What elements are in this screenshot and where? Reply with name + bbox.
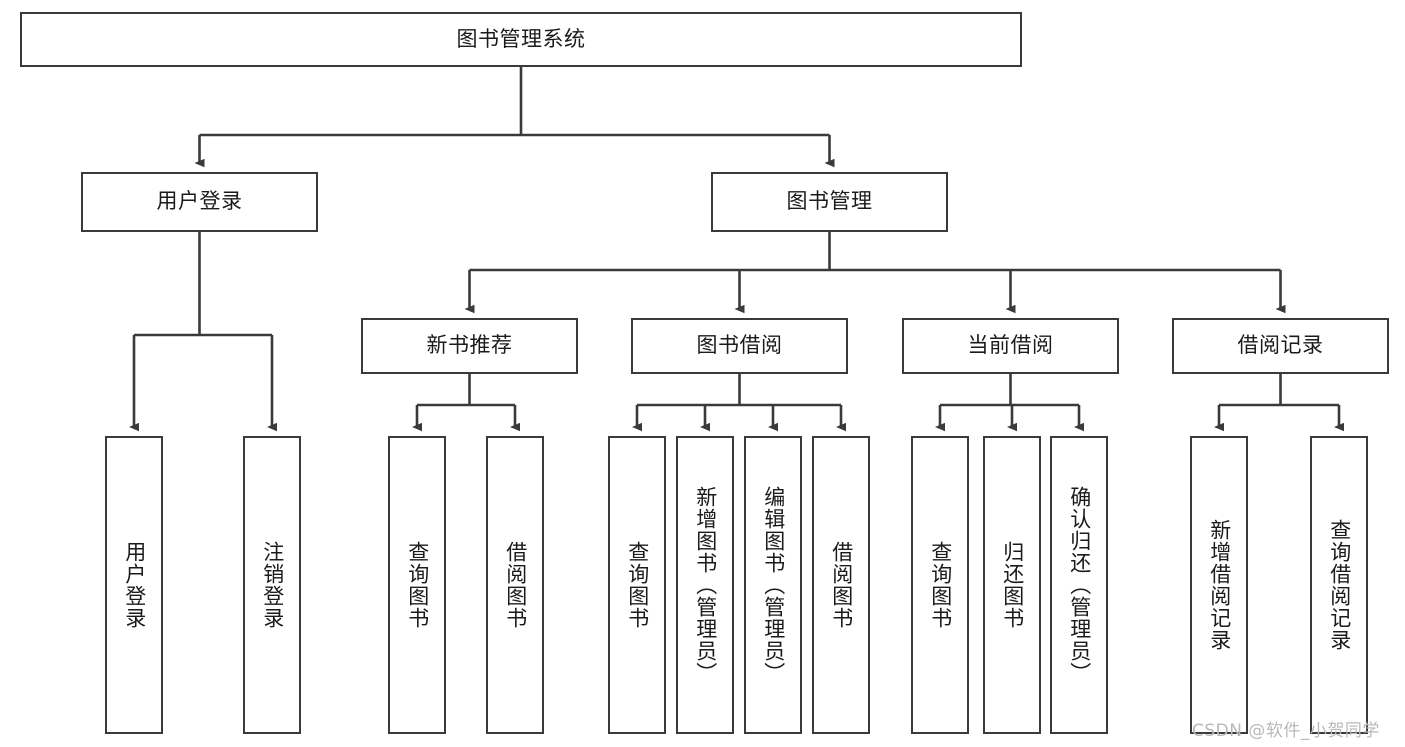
node-leaf-query-record-label: 查询借阅记录: [1327, 519, 1352, 651]
node-leaf-query-book-1[interactable]: 查询图书: [388, 436, 446, 734]
node-borrow-record[interactable]: 借阅记录: [1172, 318, 1389, 374]
node-book-manage[interactable]: 图书管理: [711, 172, 948, 232]
node-leaf-confirm-return-label: 确认归还（管理员）: [1067, 486, 1092, 684]
node-borrow-record-label: 借阅记录: [1237, 333, 1324, 358]
node-leaf-query-book-2[interactable]: 查询图书: [608, 436, 666, 734]
node-leaf-query-book-3[interactable]: 查询图书: [911, 436, 969, 734]
node-leaf-query-record[interactable]: 查询借阅记录: [1310, 436, 1368, 734]
node-leaf-edit-book[interactable]: 编辑图书（管理员）: [744, 436, 802, 734]
node-leaf-return-book-label: 归还图书: [1000, 541, 1025, 629]
node-leaf-user-logout-label: 注销登录: [260, 541, 285, 629]
node-leaf-borrow-book-1[interactable]: 借阅图书: [486, 436, 544, 734]
connector-borrowrecord-to-leaves: [1214, 374, 1344, 432]
connector-currentborrow-to-leaves: [935, 374, 1084, 432]
node-leaf-borrow-book-2[interactable]: 借阅图书: [812, 436, 870, 734]
node-leaf-borrow-book-2-label: 借阅图书: [829, 541, 854, 629]
node-leaf-borrow-book-1-label: 借阅图书: [503, 541, 528, 629]
node-leaf-add-record-label: 新增借阅记录: [1207, 519, 1232, 651]
node-leaf-return-book[interactable]: 归还图书: [983, 436, 1041, 734]
connector-userlogin-to-leaves: [129, 232, 277, 432]
node-leaf-add-book-label: 新增图书（管理员）: [693, 486, 718, 684]
node-root[interactable]: 图书管理系统: [20, 12, 1022, 67]
node-new-book-recommend-label: 新书推荐: [426, 333, 513, 358]
node-leaf-query-book-2-label: 查询图书: [625, 541, 650, 629]
node-current-borrow-label: 当前借阅: [967, 333, 1054, 358]
connector-newbook-to-leaves: [412, 374, 520, 432]
node-leaf-edit-book-label: 编辑图书（管理员）: [761, 486, 786, 684]
node-leaf-add-record[interactable]: 新增借阅记录: [1190, 436, 1248, 734]
node-book-borrow-label: 图书借阅: [696, 333, 783, 358]
node-leaf-add-book[interactable]: 新增图书（管理员）: [676, 436, 734, 734]
node-user-login-label: 用户登录: [156, 189, 243, 214]
node-leaf-user-logout[interactable]: 注销登录: [243, 436, 301, 734]
node-user-login[interactable]: 用户登录: [81, 172, 318, 232]
node-leaf-user-login-label: 用户登录: [122, 541, 147, 629]
node-current-borrow[interactable]: 当前借阅: [902, 318, 1119, 374]
node-leaf-query-book-3-label: 查询图书: [928, 541, 953, 629]
node-leaf-confirm-return[interactable]: 确认归还（管理员）: [1050, 436, 1108, 734]
connector-root-to-level2: [194, 67, 835, 168]
node-root-label: 图书管理系统: [456, 26, 586, 51]
node-book-borrow[interactable]: 图书借阅: [631, 318, 848, 374]
node-book-manage-label: 图书管理: [786, 189, 873, 214]
connector-bookmanage-to-level3: [464, 232, 1286, 314]
node-leaf-query-book-1-label: 查询图书: [405, 541, 430, 629]
node-new-book-recommend[interactable]: 新书推荐: [361, 318, 578, 374]
node-leaf-user-login[interactable]: 用户登录: [105, 436, 163, 734]
connector-bookborrow-to-leaves: [632, 374, 846, 432]
